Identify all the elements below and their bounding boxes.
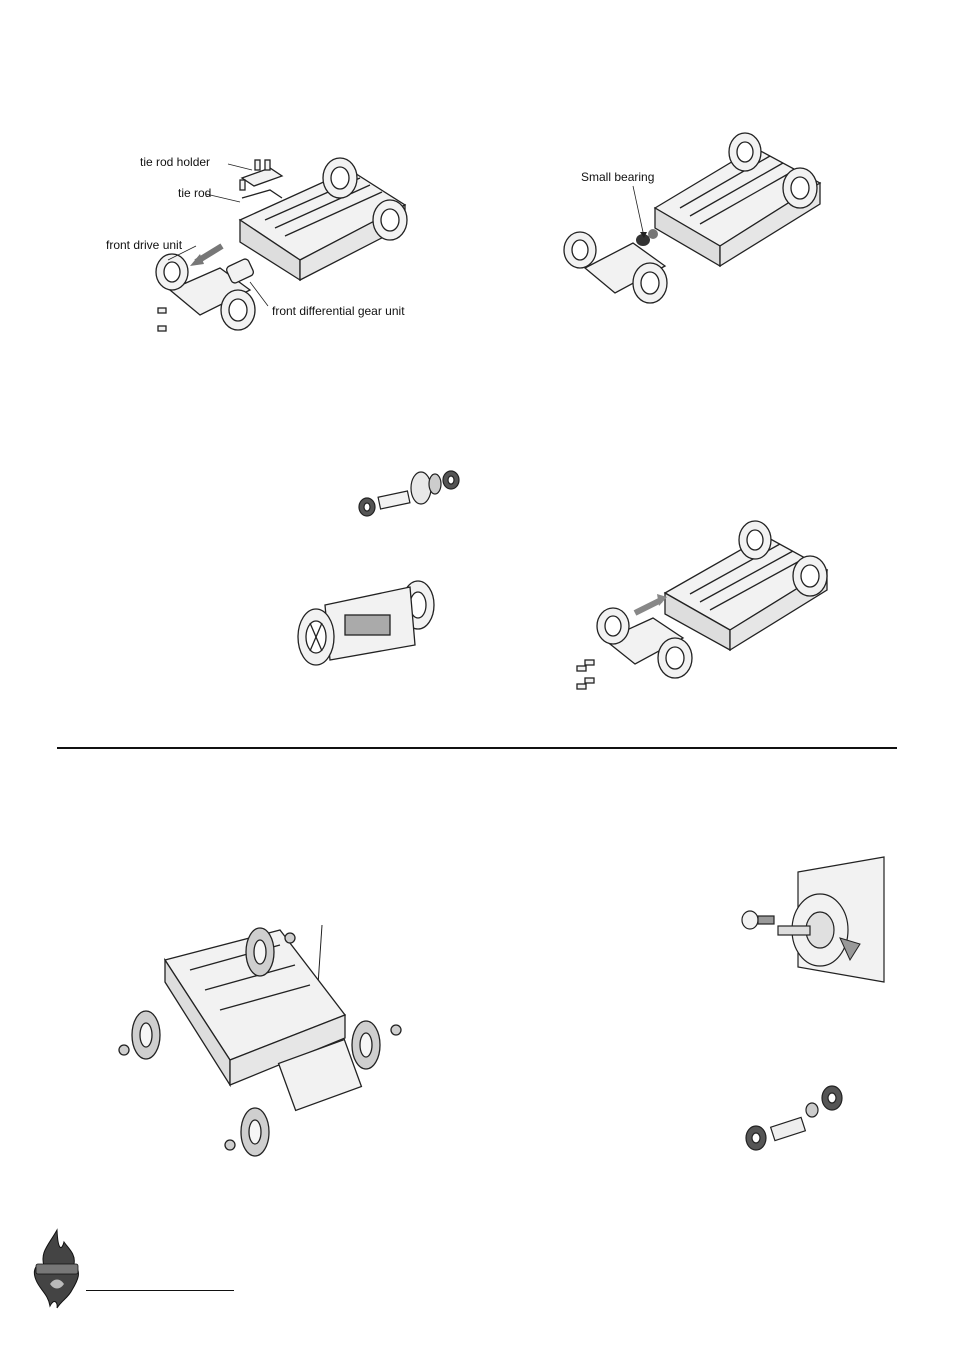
figure-shaft-bearings [742,1078,852,1158]
figure-small-bearing-install [555,128,835,308]
figure-motor-pinion-closeup [738,852,886,992]
shaft-bearings-illustration [742,1078,852,1158]
figure-differential-parts [355,462,463,522]
chassis-wheels-illustration [110,920,410,1160]
xmods-logo [28,1228,86,1310]
xmods-logo-icon [28,1228,86,1310]
figure-front-drive-assembled [290,575,440,670]
label-front-differential-gear-unit: front differential gear unit [272,304,405,318]
differential-parts-illustration [355,462,463,522]
figure-chassis-wheels-exploded [110,920,410,1160]
label-front-drive-unit: front drive unit [106,238,182,252]
footer-rule [86,1290,234,1291]
section-divider [57,747,897,749]
motor-pinion-illustration [738,852,886,992]
figure-front-unit-reinstall [565,518,840,698]
label-tie-rod-holder: tie rod holder [140,155,210,169]
chassis-bearing-illustration [555,128,835,308]
label-small-bearing: Small bearing [581,170,654,184]
label-tie-rod: tie rod [178,186,211,200]
front-drive-illustration [290,575,440,670]
chassis-reinstall-illustration [565,518,840,698]
